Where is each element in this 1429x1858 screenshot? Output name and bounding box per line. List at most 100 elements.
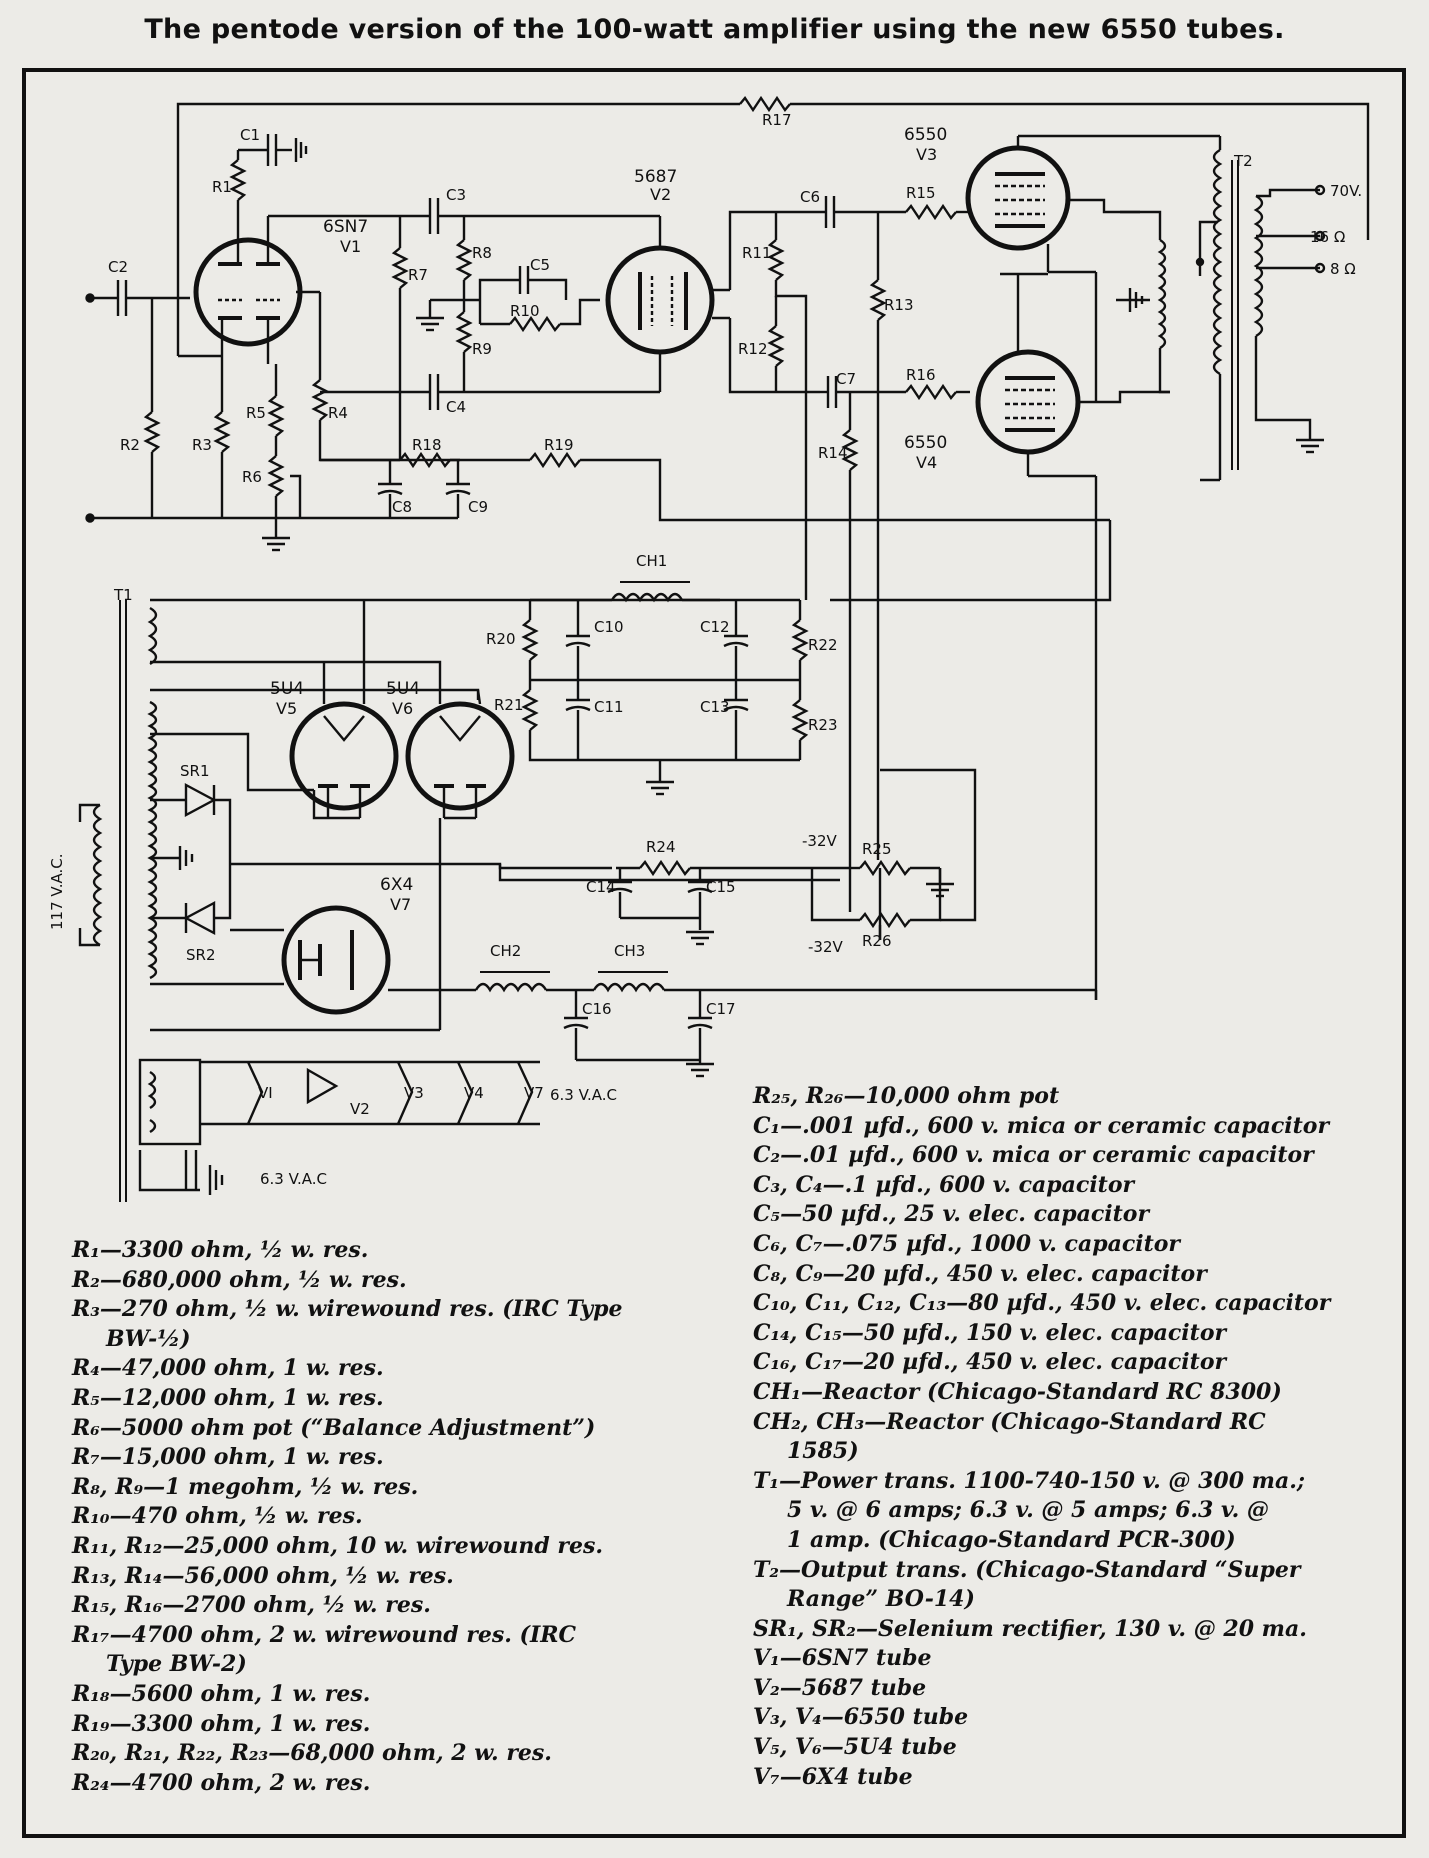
part-entry: R₁₃, R₁₄—56,000 ohm, ½ w. res. (72, 1562, 712, 1592)
part-description: —.1 µfd., 600 v. capacitor (822, 1171, 1135, 1198)
part-ref: R₁₃, R₁₄ (72, 1562, 163, 1589)
label-heater-v7: V7 (524, 1084, 544, 1102)
part-description: —20 µfd., 450 v. elec. capacitor (841, 1349, 1227, 1376)
label-c8: C8 (392, 498, 412, 516)
label-v2: V2 (650, 185, 671, 204)
part-ref: R₂ (72, 1266, 100, 1293)
part-entry: V₂—5687 tube (753, 1674, 1393, 1704)
part-entry: C₁—.001 µfd., 600 v. mica or ceramic cap… (753, 1112, 1393, 1142)
part-description: —80 µfd., 450 v. elec. capacitor (946, 1290, 1331, 1317)
part-description: —10,000 ohm pot (843, 1083, 1060, 1109)
part-description: —5000 ohm pot (“Balance Adjustment”) (99, 1414, 596, 1441)
label-t1: T1 (113, 586, 133, 604)
label-r6: R6 (242, 468, 262, 486)
label-heater-v2: V2 (350, 1100, 370, 1118)
label-v1: V1 (340, 237, 361, 256)
part-ref: T₂ (753, 1556, 780, 1583)
label-r4: R4 (328, 404, 348, 422)
label-r23: R23 (808, 716, 838, 734)
part-ref: V₂ (753, 1674, 780, 1701)
label-r7: R7 (408, 266, 428, 284)
part-description: —4700 ohm, 2 w. res. (109, 1769, 371, 1796)
part-entry: V₇—6X4 tube (753, 1763, 1393, 1793)
part-description: —.001 µfd., 600 v. mica or ceramic capac… (780, 1112, 1330, 1139)
part-entry: C₁₆, C₁₇—20 µfd., 450 v. elec. capacitor (753, 1348, 1393, 1378)
part-ref: CH₁ (753, 1378, 801, 1405)
part-description-continued: 1585) (787, 1438, 859, 1465)
label-v4: V4 (916, 453, 937, 472)
part-ref: V₇ (753, 1763, 780, 1790)
part-entry: C₁₄, C₁₅—50 µfd., 150 v. elec. capacitor (753, 1319, 1393, 1349)
part-description: —Output trans. (Chicago-Standard “Super (779, 1556, 1301, 1583)
label-r22: R22 (808, 636, 838, 654)
label-r3: R3 (192, 436, 212, 454)
part-description: —12,000 ohm, 1 w. res. (99, 1384, 384, 1411)
part-description-continued: Type BW-2) (106, 1651, 247, 1678)
label-c10: C10 (594, 618, 624, 636)
label-tap-8: 8 Ω (1330, 260, 1356, 278)
label-heater-v4: V4 (464, 1084, 484, 1102)
label-c9: C9 (468, 498, 488, 516)
part-description: —6X4 tube (779, 1763, 913, 1790)
label-c2: C2 (108, 258, 128, 276)
part-entry: R₂₅, R₂₆—10,000 ohm pot (753, 1082, 1393, 1112)
part-ref: C₅ (753, 1201, 781, 1228)
part-ref: R₆ (72, 1414, 100, 1441)
part-ref: C₂ (753, 1142, 781, 1169)
part-entry: R₁₁, R₁₂—25,000 ohm, 10 w. wirewound res… (72, 1532, 712, 1562)
part-description: —50 µfd., 25 v. elec. capacitor (780, 1201, 1150, 1228)
component-labels: R17 C1 R1 C2 R2 R3 R5 R6 R4 6SN7 V1 C3 R… (48, 111, 1362, 1188)
part-ref: T₁ (753, 1467, 780, 1494)
part-entry: R₂—680,000 ohm, ½ w. res. (72, 1266, 712, 1296)
label-bias-a: -32V (802, 832, 837, 850)
part-ref: R₁₇ (72, 1621, 110, 1648)
part-ref: C₃, C₄ (753, 1171, 823, 1198)
part-description: —2700 ohm, ½ w. res. (162, 1592, 431, 1619)
part-description: —Power trans. 1100-740-150 v. @ 300 ma.; (779, 1467, 1305, 1494)
label-r16: R16 (906, 366, 936, 384)
part-description: —5600 ohm, 1 w. res. (109, 1680, 371, 1707)
label-c16: C16 (582, 1000, 612, 1018)
part-description-continued: Range” BO-14) (787, 1586, 975, 1613)
part-entry: C₅—50 µfd., 25 v. elec. capacitor (753, 1200, 1393, 1230)
page-title: The pentode version of the 100-watt ampl… (144, 14, 1285, 45)
schematic-frame (22, 68, 1406, 1838)
label-c4: C4 (446, 398, 466, 416)
label-sr1: SR1 (180, 762, 210, 780)
part-entry: R₁₀—470 ohm, ½ w. res. (72, 1502, 712, 1532)
label-c15: C15 (706, 878, 736, 896)
label-r19: R19 (544, 436, 574, 454)
part-ref: C₁₆, C₁₇ (753, 1349, 842, 1376)
label-ch3: CH3 (614, 942, 645, 960)
label-tap-16: 16 Ω (1310, 228, 1345, 246)
label-v7: V7 (390, 895, 411, 914)
part-description: —Reactor (Chicago-Standard RC (864, 1408, 1266, 1435)
part-description: —15,000 ohm, 1 w. res. (99, 1444, 384, 1471)
part-ref: C₈, C₉ (753, 1260, 823, 1287)
label-heater-supply-a: 6.3 V.A.C (550, 1086, 617, 1104)
label-v6-type: 5U4 (386, 679, 420, 699)
part-ref: R₁₁, R₁₂ (72, 1532, 163, 1559)
label-c5: C5 (530, 256, 550, 274)
label-v4-type: 6550 (904, 433, 947, 453)
part-description: —68,000 ohm, 2 w. res. (268, 1740, 552, 1767)
label-v6: V6 (392, 699, 413, 718)
part-description: —.01 µfd., 600 v. mica or ceramic capaci… (780, 1142, 1314, 1169)
label-heater-v1: VI (258, 1084, 273, 1102)
label-bias-b: -32V (808, 938, 843, 956)
part-entry: C₈, C₉—20 µfd., 450 v. elec. capacitor (753, 1260, 1393, 1290)
label-r14: R14 (818, 444, 848, 462)
part-description: —4700 ohm, 2 w. wirewound res. (IRC (109, 1621, 577, 1648)
part-ref: R₂₀, R₂₁, R₂₂, R₂₃ (72, 1740, 269, 1767)
part-description: —5687 tube (779, 1674, 927, 1701)
label-r13: R13 (884, 296, 914, 314)
part-entry: CH₁—Reactor (Chicago-Standard RC 8300) (753, 1378, 1393, 1408)
part-entry: R₁₈—5600 ohm, 1 w. res. (72, 1680, 712, 1710)
label-r24: R24 (646, 838, 676, 856)
label-sr2: SR2 (186, 946, 216, 964)
part-description: —270 ohm, ½ w. wirewound res. (IRC Type (99, 1296, 623, 1323)
part-entry: R₁₅, R₁₆—2700 ohm, ½ w. res. (72, 1591, 712, 1621)
label-c17: C17 (706, 1000, 736, 1018)
